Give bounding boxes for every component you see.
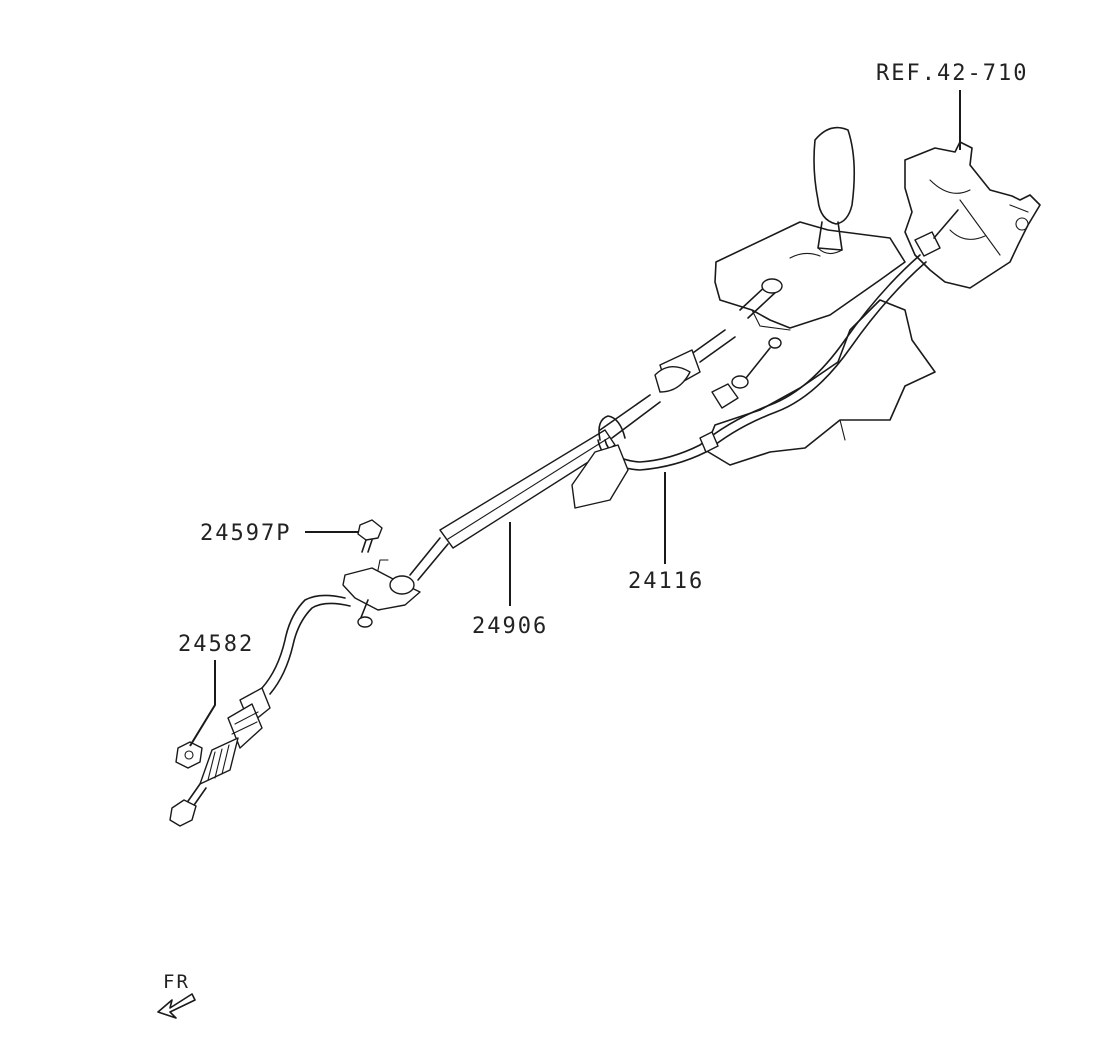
- console-plate: [714, 221, 906, 331]
- part-number-24906: 24906: [472, 614, 548, 639]
- part-number-24582: 24582: [178, 632, 254, 657]
- nut-24582: [175, 741, 203, 769]
- floor-bracket: [704, 299, 936, 466]
- fr-label: FR: [163, 971, 190, 993]
- leader-24582: [189, 660, 216, 747]
- cable-bracket: [342, 559, 421, 628]
- front-direction-indicator: FR: [157, 971, 196, 1019]
- front-arrow-icon: [157, 993, 196, 1019]
- ref-label: REF.42-710: [876, 61, 1028, 86]
- cable-24116: [571, 209, 959, 509]
- selector-cable-24906: [409, 329, 736, 581]
- bolt-24597P: [357, 519, 383, 553]
- flex-cable: [169, 594, 351, 827]
- shift-rod: [739, 278, 783, 319]
- shift-knob: [813, 126, 856, 255]
- part-number-24597P: 24597P: [200, 521, 291, 546]
- transmission-assembly: [904, 141, 1041, 289]
- part-number-24116: 24116: [628, 569, 704, 594]
